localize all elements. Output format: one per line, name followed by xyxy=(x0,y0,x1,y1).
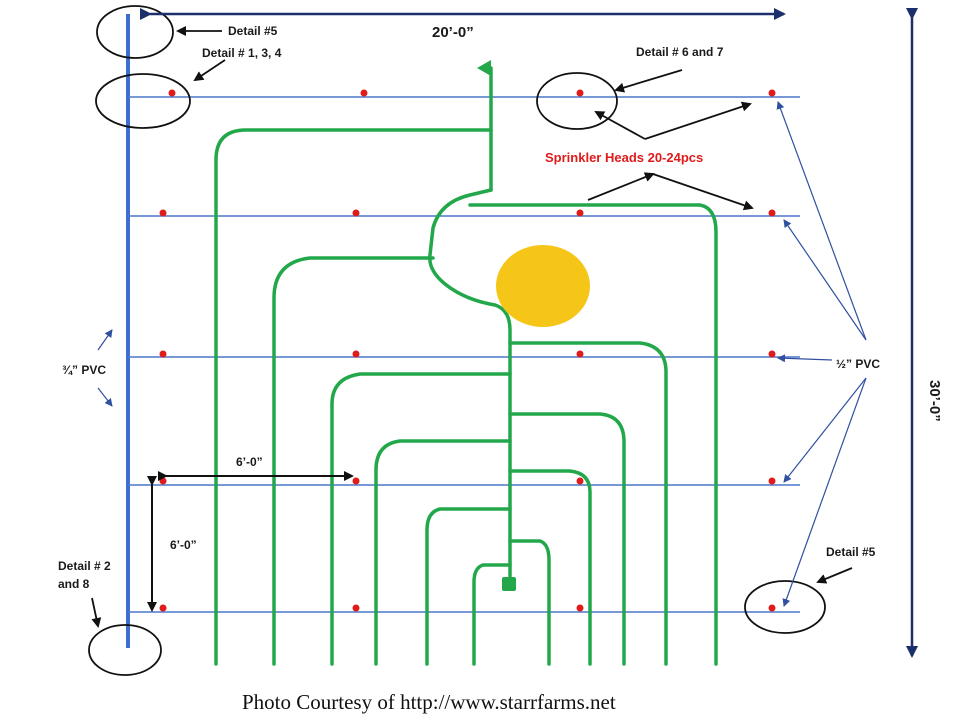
photo-credit: Photo Courtesy of http://www.starrfarms.… xyxy=(242,690,616,714)
detail-5-bottom-label: Detail #5 xyxy=(826,545,876,559)
sprinkler-head xyxy=(768,209,776,217)
plant-rows xyxy=(214,60,718,666)
sprinkler-head xyxy=(576,350,584,358)
lateral-pvc-label: ½” PVC xyxy=(836,357,880,371)
detail-1-3-4-label: Detail # 1, 3, 4 xyxy=(202,46,282,60)
yellow-circle xyxy=(496,245,590,327)
column-spacing-label: 6’-0” xyxy=(236,455,263,469)
sprinkler-head xyxy=(352,209,360,217)
detail-6-7-ellipse xyxy=(536,72,618,130)
sprinkler-head xyxy=(352,604,360,612)
detail-2-8-ellipse xyxy=(88,624,162,676)
sprinkler-head xyxy=(768,89,776,97)
height-dimension-label: 30’-0” xyxy=(926,380,943,422)
width-dimension-label: 20’-0” xyxy=(432,24,474,41)
sprinkler-head xyxy=(768,604,776,612)
sprinkler-head xyxy=(352,477,360,485)
detail-5-bottom-ellipse xyxy=(744,580,826,634)
sprinkler-head xyxy=(159,604,167,612)
pvc-label-arrows xyxy=(97,101,867,607)
detail-5-top-label: Detail #5 xyxy=(228,24,278,38)
row-spacing-label: 6’-0” xyxy=(170,538,197,552)
sprinkler-head xyxy=(576,89,584,97)
sprinkler-head xyxy=(159,209,167,217)
detail-6-7-label: Detail # 6 and 7 xyxy=(636,45,724,59)
sprinkler-head xyxy=(768,350,776,358)
detail-5-top-ellipse xyxy=(96,5,174,59)
sprinkler-heads xyxy=(159,89,776,612)
sprinkler-head xyxy=(168,89,176,97)
sprinkler-head xyxy=(159,477,167,485)
sprinkler-head xyxy=(352,350,360,358)
detail-1-3-4-ellipse xyxy=(95,73,191,129)
sprinkler-head xyxy=(576,477,584,485)
sprinkler-head xyxy=(576,604,584,612)
sprinkler-heads-label: Sprinkler Heads 20-24pcs xyxy=(545,150,703,165)
sprinkler-head xyxy=(159,350,167,358)
sprinkler-head xyxy=(768,477,776,485)
sprinkler-head xyxy=(576,209,584,217)
detail-2-8-label-line2: and 8 xyxy=(58,577,90,591)
detail-2-8-label-line1: Detail # 2 xyxy=(58,559,111,573)
detail-callouts xyxy=(88,5,826,676)
label-arrows xyxy=(91,26,853,628)
main-pvc-label: ¾” PVC xyxy=(62,363,106,377)
sprinkler-head xyxy=(360,89,368,97)
water-source-valve xyxy=(502,577,516,591)
